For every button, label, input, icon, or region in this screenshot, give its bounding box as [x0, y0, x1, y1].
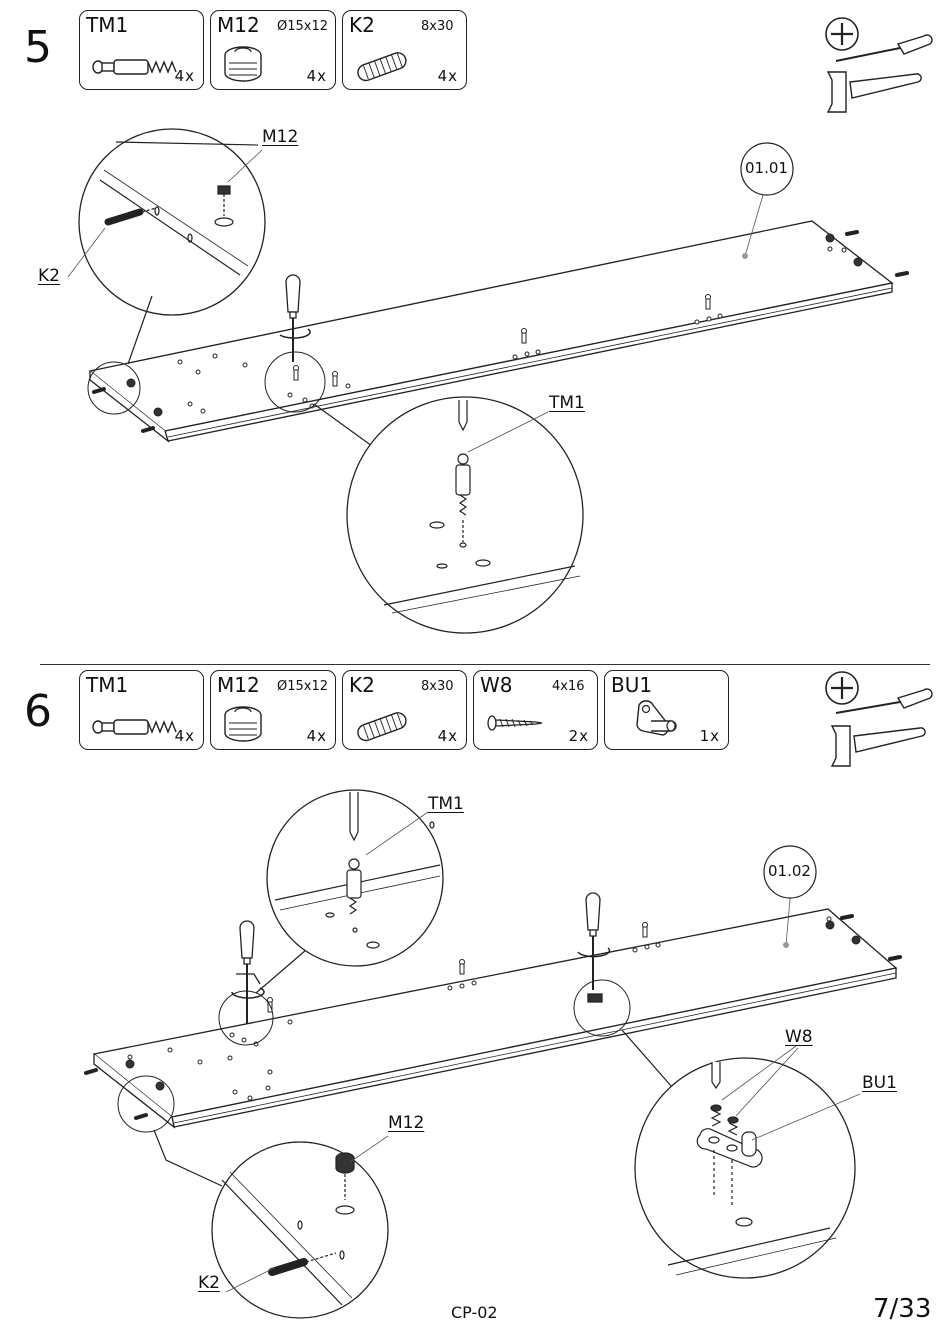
panel-label: 01.02 [768, 862, 811, 880]
panel-label: 01.01 [745, 159, 788, 177]
detail-circle-m12 [212, 1142, 388, 1318]
callout-tm1: TM1 [549, 393, 585, 413]
callout-k2: K2 [198, 1273, 220, 1293]
step6-screwdriver-left [232, 921, 264, 1024]
document-code: CP-02 [451, 1303, 498, 1322]
page-number: 7/33 [873, 1294, 931, 1324]
callout-bu1: BU1 [862, 1073, 897, 1093]
callout-w8: W8 [785, 1027, 813, 1047]
callout-k2: K2 [38, 266, 60, 286]
callout-m12: M12 [262, 127, 298, 147]
callout-m12: M12 [388, 1113, 424, 1133]
detail-circle-bu1 [635, 1058, 855, 1278]
callout-tm1: TM1 [428, 794, 464, 814]
